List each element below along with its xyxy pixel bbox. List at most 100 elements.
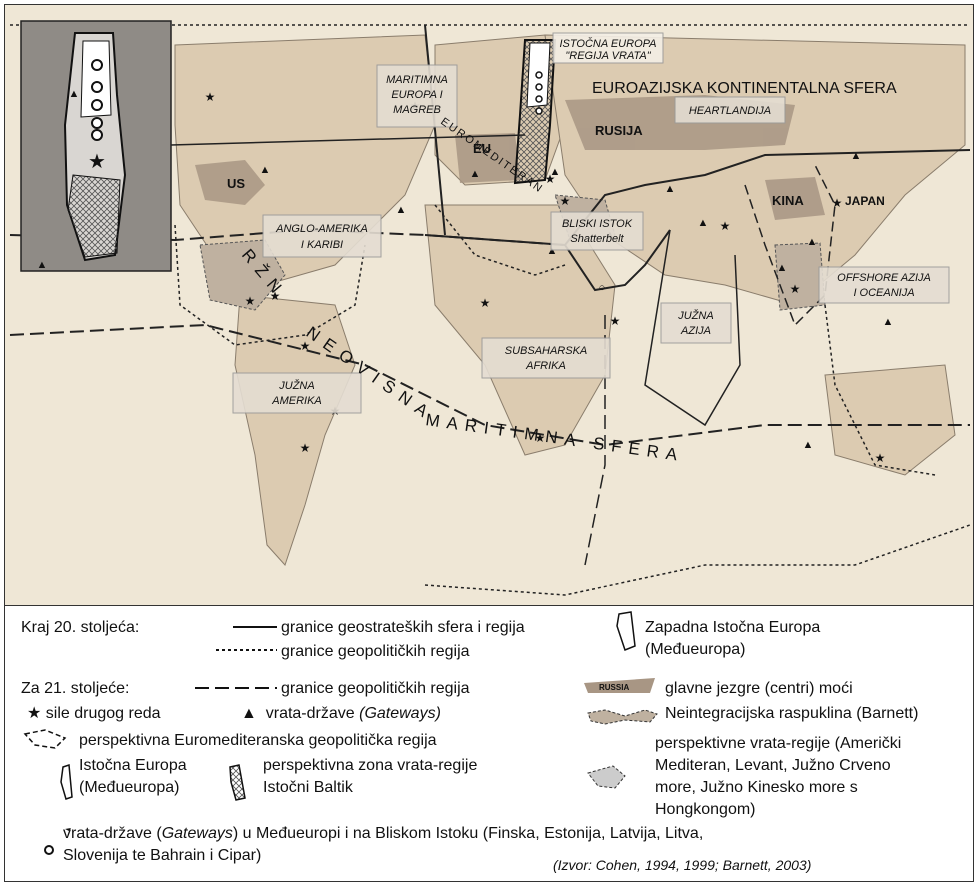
legend-circles-1a: vrata-države ( [63, 825, 162, 842]
svg-text:"REGIJA VRATA": "REGIJA VRATA" [565, 50, 651, 62]
label-heartlandija: HEARTLANDIJA [674, 96, 786, 124]
legend-vrataregije-1: perspektivne vrata-regije (Američki [655, 735, 902, 752]
svg-text:▲: ▲ [883, 316, 894, 328]
label-juzna-amerika: JUŽNA AMERIKA [232, 372, 362, 414]
label-us: US [227, 176, 245, 191]
legend-jezgre: glavne jezgre (centri) moći [665, 680, 853, 697]
svg-text:★: ★ [545, 172, 556, 186]
svg-text:▲: ▲ [37, 259, 48, 271]
svg-text:ANGLO-AMERIKA: ANGLO-AMERIKA [275, 223, 368, 235]
label-japan: JAPAN [845, 194, 885, 208]
label-offshore-azija: OFFSHORE AZIJA I OCEANIJA [818, 266, 950, 304]
legend-zapadna-2: (Međueuropa) [645, 641, 746, 658]
legend-line-dotted: granice geopolitičkih regija [281, 643, 470, 660]
legend-zona-1: perspektivna zona vrata-regije [263, 757, 478, 774]
svg-text:○: ○ [599, 282, 606, 294]
svg-text:▲: ▲ [665, 183, 676, 195]
star-icon: ★ [27, 705, 42, 722]
label-maritimna-europa: MARITIMNA EUROPA I MAGREB [376, 64, 458, 128]
legend-line-dashed: granice geopolitičkih regija [281, 680, 470, 697]
svg-text:MAGREB: MAGREB [393, 104, 441, 116]
label-bliski-istok: BLISKI ISTOK Shatterbelt [550, 211, 644, 251]
svg-text:★: ★ [270, 289, 281, 303]
label-rusija: RUSIJA [595, 123, 643, 138]
legend-circles-1b: Gateways [161, 825, 233, 842]
svg-text:★: ★ [720, 219, 731, 233]
legend-kraj20: Kraj 20. stoljeća: [21, 619, 140, 636]
core-kina [765, 177, 825, 220]
legend: RUSSIA Kraj 20. stoljeća: granice geostr… [5, 605, 973, 881]
legend-vrataregije-2: Mediteran, Levant, Južno Crveno [655, 757, 891, 774]
legend-neintegr: Neintegracijska raspuklina (Barnett) [665, 705, 919, 722]
legend-triangle-label: vrata-države [265, 705, 355, 722]
label-kina: KINA [772, 193, 804, 208]
svg-text:▲: ▲ [777, 262, 788, 274]
svg-text:▲: ▲ [396, 204, 407, 216]
triangle-icon: ▲ [241, 705, 257, 722]
legend-za21: Za 21. stoljeće: [21, 680, 130, 697]
label-eu: EU [473, 141, 491, 156]
legend-circles-2: Slovenija te Bahrain i Cipar) [63, 847, 262, 864]
label-anglo-amerika: ANGLO-AMERIKA I KARIBI [262, 214, 382, 258]
svg-text:RUSSIA: RUSSIA [599, 683, 629, 692]
svg-text:★: ★ [88, 151, 106, 173]
svg-text:EUROPA I: EUROPA I [391, 89, 442, 101]
svg-text:BLISKI ISTOK: BLISKI ISTOK [562, 218, 633, 230]
legend-vrataregije-4: Hongkongom) [655, 801, 756, 818]
svg-text:▲: ▲ [803, 439, 814, 451]
svg-text:MARITIMNA: MARITIMNA [386, 74, 448, 86]
core-eu [455, 133, 520, 183]
svg-text:★: ★ [205, 90, 216, 104]
core-us [195, 160, 265, 205]
svg-text:▲: ▲ [807, 236, 818, 248]
svg-text:▲: ▲ [69, 88, 80, 100]
svg-text:Shatterbelt: Shatterbelt [570, 233, 624, 245]
legend-istocna-2: (Međueuropa) [79, 779, 180, 796]
svg-text:★: ★ [875, 451, 886, 465]
svg-text:★: ★ [245, 294, 256, 308]
svg-text:HEARTLANDIJA: HEARTLANDIJA [689, 105, 771, 117]
svg-text:★: ★ [300, 441, 311, 455]
svg-text:ISTOČNA EUROPA: ISTOČNA EUROPA [560, 37, 657, 50]
legend-line-solid: granice geostrateških sfera i regija [281, 619, 525, 636]
svg-text:★: ★ [480, 296, 491, 310]
label-istocna-europa: ISTOČNA EUROPA "REGIJA VRATA" [552, 32, 664, 64]
legend-euromed: perspektivna Euromediteranska geopolitič… [79, 732, 437, 749]
svg-text:AZIJA: AZIJA [680, 325, 711, 337]
legend-gateways: (Gateways) [359, 705, 441, 722]
legend-symbols: RUSSIA [23, 611, 658, 855]
svg-text:▲: ▲ [547, 245, 558, 257]
svg-text:★: ★ [790, 282, 801, 296]
svg-text:▲: ▲ [698, 217, 709, 229]
svg-text:★: ★ [610, 314, 621, 328]
south-america [234, 294, 356, 566]
asia [544, 34, 966, 306]
legend-triangle: ▲ vrata-države (Gateways) [241, 704, 441, 723]
legend-istocna-1: Istočna Europa [79, 757, 187, 774]
svg-text:OFFSHORE AZIJA: OFFSHORE AZIJA [837, 272, 931, 284]
legend-source: (Izvor: Cohen, 1994, 1999; Barnett, 2003… [553, 857, 812, 873]
svg-text:JUŽNA: JUŽNA [278, 379, 314, 392]
world-geopolitical-map: ★ ★ ★ ★ ★ ★ ★ ★ ★ ★ ★ ★ ★ ★ ★ ★ ★ ▲ ▲ ▲ … [5, 5, 973, 605]
svg-text:▲: ▲ [470, 168, 481, 180]
svg-text:I KARIBI: I KARIBI [301, 239, 343, 251]
legend-zapadna-1: Zapadna Istočna Europa [645, 619, 821, 636]
svg-text:★: ★ [300, 339, 311, 353]
legend-circles-1c: ) u Međueuropi i na Bliskom Istoku (Fins… [232, 825, 704, 842]
legend-circles-1: vrata-države (Gateways) u Međueuropi i n… [63, 824, 703, 843]
svg-text:AMERIKA: AMERIKA [271, 395, 322, 407]
label-subsaharska-afrika: SUBSAHARSKA AFRIKA [481, 337, 611, 379]
svg-text:★: ★ [560, 194, 571, 208]
svg-text:▲: ▲ [550, 166, 561, 178]
svg-text:▲: ▲ [851, 150, 862, 162]
legend-star: ★ sile drugog reda [27, 704, 161, 723]
svg-text:JUŽNA: JUŽNA [677, 309, 713, 322]
svg-text:I OCEANIJA: I OCEANIJA [853, 287, 914, 299]
legend-vrataregije-3: more, Južno Kinesko more s [655, 779, 858, 796]
eastern-europe-inset: ★ [20, 20, 526, 272]
svg-text:AFRIKA: AFRIKA [525, 360, 566, 372]
svg-text:▲: ▲ [260, 164, 271, 176]
svg-text:★: ★ [535, 431, 546, 445]
svg-text:★: ★ [832, 196, 843, 210]
legend-zona-2: Istočni Baltik [263, 779, 353, 796]
